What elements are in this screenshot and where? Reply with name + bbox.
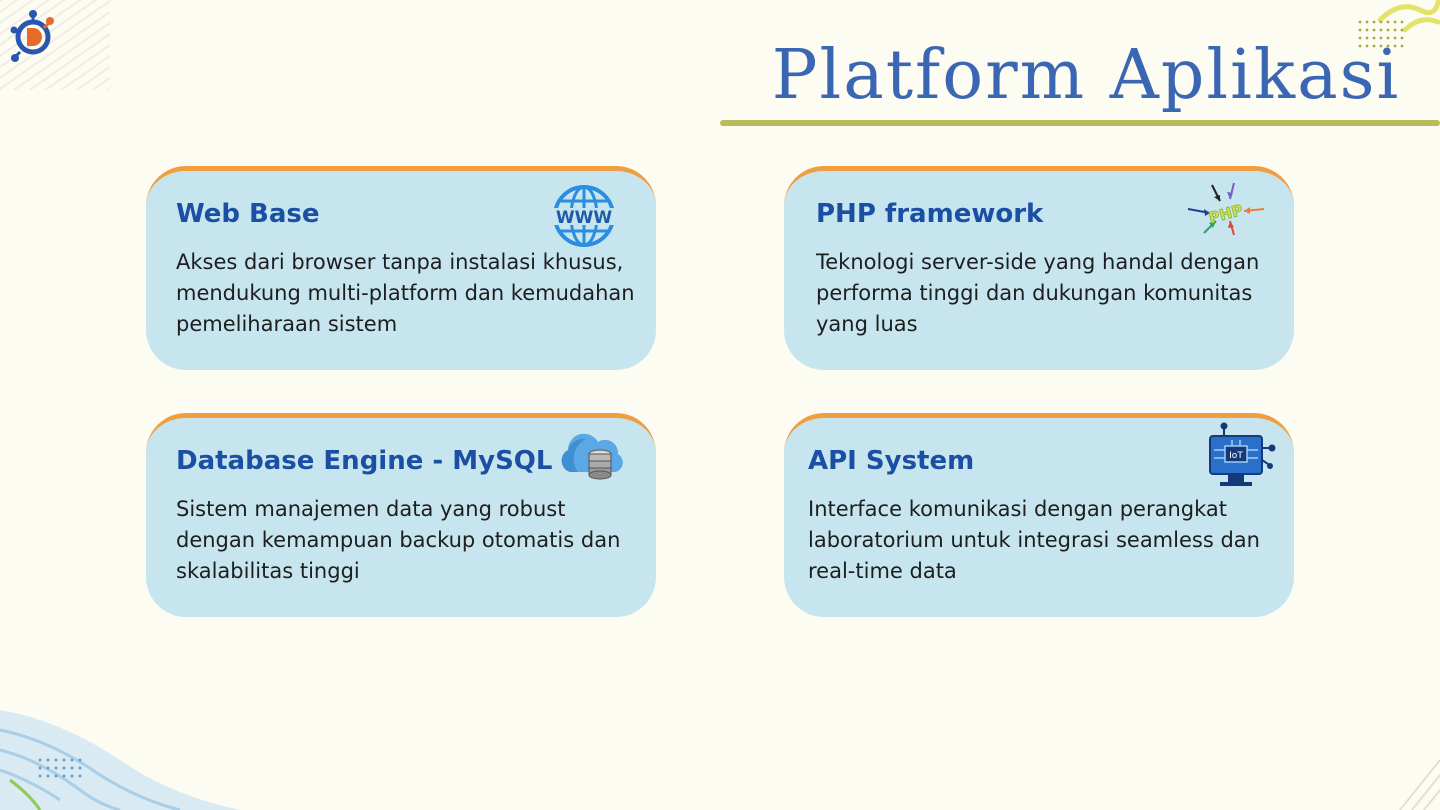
card-title: Web Base bbox=[176, 199, 320, 229]
www-label: WWW bbox=[556, 208, 613, 228]
company-logo-icon bbox=[10, 10, 54, 62]
corner-scribble-decoration bbox=[1358, 0, 1440, 48]
iot-label: IoT bbox=[1229, 451, 1243, 461]
php-label: PHP bbox=[1207, 201, 1245, 227]
card-api-system: API System IoT Interface komunikasi deng… bbox=[784, 413, 1294, 617]
title-underline bbox=[720, 120, 1440, 126]
card-description: Sistem manajemen data yang robust dengan… bbox=[176, 497, 621, 583]
card-description: Teknologi server-side yang handal dengan… bbox=[816, 250, 1260, 336]
corner-wave-decoration bbox=[0, 710, 240, 810]
card-title: Database Engine - MySQL bbox=[176, 446, 553, 476]
www-globe-icon: WWW bbox=[553, 185, 615, 247]
card-description: Akses dari browser tanpa instalasi khusu… bbox=[176, 250, 635, 336]
card-title: PHP framework bbox=[816, 199, 1044, 229]
php-arrows-icon: PHP bbox=[1187, 182, 1265, 236]
card-database-mysql: Database Engine - MySQL Sistem manajemen… bbox=[146, 413, 656, 617]
card-web-base: Web Base WWW Akses dari browser tanpa in… bbox=[146, 166, 656, 370]
cloud-database-icon bbox=[561, 433, 623, 480]
card-title: API System bbox=[808, 446, 975, 476]
card-description: Interface komunikasi dengan perangkat la… bbox=[808, 497, 1260, 583]
page-title: Platform Aplikasi bbox=[771, 36, 1401, 115]
card-php-framework: PHP framework PHP Teknologi server-side … bbox=[784, 166, 1294, 370]
iot-monitor-icon: IoT bbox=[1209, 422, 1276, 486]
corner-hatching-decoration-bottom bbox=[1399, 759, 1440, 810]
